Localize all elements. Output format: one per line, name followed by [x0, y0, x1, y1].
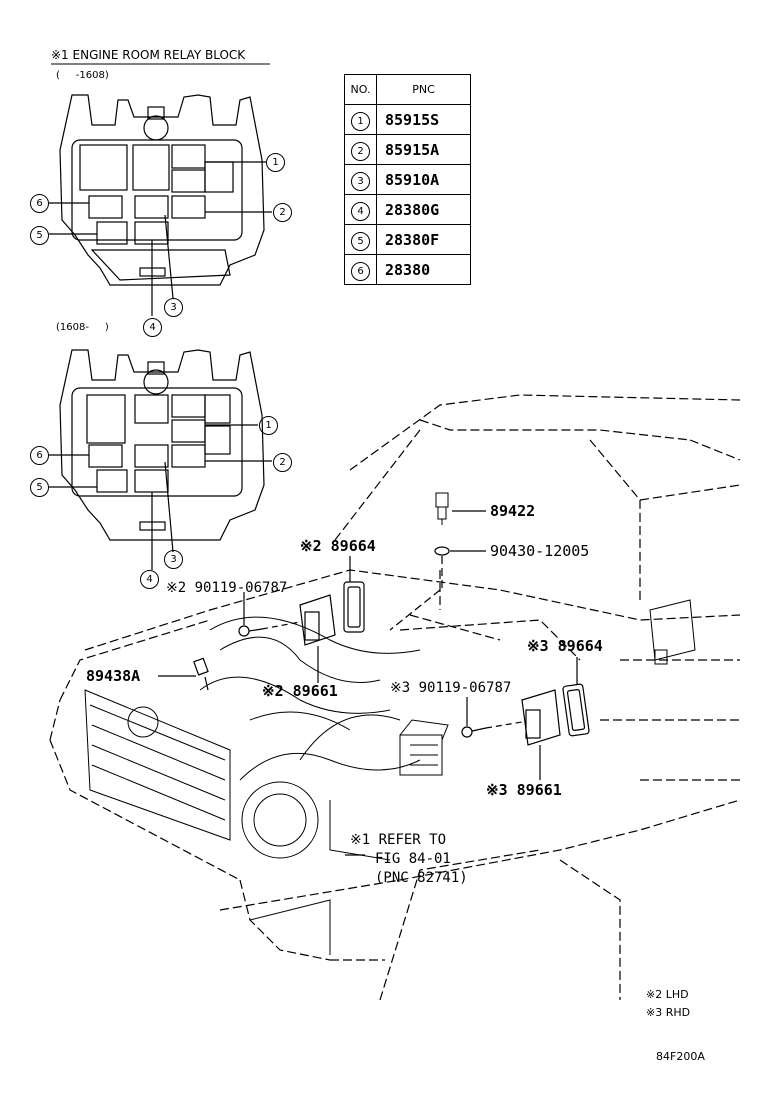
- table-row: 4 28380G: [344, 194, 471, 225]
- callout-3: 3: [164, 550, 183, 569]
- part-label-89664-lhd: ※2 89664: [300, 537, 376, 555]
- legend-lhd: ※2 LHD: [646, 988, 689, 1001]
- callout-1: 1: [259, 416, 278, 435]
- callout-4: 4: [140, 570, 159, 589]
- callout-6: 6: [30, 446, 49, 465]
- callout-2: 2: [273, 453, 292, 472]
- sensor-89422-icon: [435, 492, 449, 525]
- bolt-rhd-icon: [461, 726, 487, 738]
- part-label-89661-lhd: ※2 89661: [262, 682, 338, 700]
- row-number: 5: [351, 231, 370, 251]
- row-pnc: 85915S: [376, 104, 471, 135]
- relay-block-range-1: ( -1608): [56, 70, 109, 81]
- callout-5: 5: [30, 478, 49, 497]
- part-label-89664-rhd: ※3 89664: [527, 637, 603, 655]
- refer-line-3: (PNC 82741): [375, 870, 468, 886]
- pnc-table-header: NO. PNC: [344, 74, 471, 105]
- part-label-90119-lhd: ※2 90119-06787: [166, 580, 288, 596]
- table-row: 2 85915A: [344, 134, 471, 165]
- vehicle-front: [84, 599, 696, 955]
- bolt-lhd-icon: [238, 625, 263, 637]
- row-pnc: 28380F: [376, 224, 471, 255]
- callout-5: 5: [30, 226, 49, 245]
- sensor-89664-lhd-icon: [343, 581, 365, 633]
- table-row: 3 85910A: [344, 164, 471, 195]
- row-pnc: 28380: [376, 254, 471, 285]
- callout-3: 3: [164, 298, 183, 317]
- refer-line-2: FIG 84-01: [375, 851, 451, 867]
- part-label-90119-rhd: ※3 90119-06787: [390, 680, 512, 696]
- callout-4: 4: [143, 318, 162, 337]
- bracket-89661-rhd-icon: [521, 689, 561, 746]
- header-pnc: PNC: [376, 74, 471, 105]
- relay-block-1: [59, 94, 265, 286]
- row-number: 1: [351, 111, 370, 131]
- row-pnc: 85910A: [376, 164, 471, 195]
- header-no: NO.: [344, 74, 377, 105]
- pnc-table: NO. PNC 1 85915S 2 85915A 3 85910A 4 283…: [344, 74, 471, 285]
- sensor-89664-rhd-icon: [562, 683, 590, 737]
- row-number: 6: [351, 261, 370, 281]
- part-label-90430: 90430-12005: [490, 542, 590, 560]
- part-label-89438a: 89438A: [86, 667, 141, 685]
- callout-2: 2: [273, 203, 292, 222]
- refer-line-1: ※1 REFER TO: [350, 832, 447, 848]
- relay-block-title: ※1 ENGINE ROOM RELAY BLOCK: [51, 48, 246, 62]
- table-row: 1 85915S: [344, 104, 471, 135]
- table-row: 6 28380: [344, 254, 471, 285]
- callout-1: 1: [266, 153, 285, 172]
- row-pnc: 28380G: [376, 194, 471, 225]
- relay-block-2: [59, 349, 265, 541]
- callout-6: 6: [30, 194, 49, 213]
- figure-code: 84F200A: [656, 1050, 705, 1063]
- bracket-89661-lhd-icon: [299, 594, 336, 646]
- vehicle-body: [49, 394, 741, 1001]
- part-label-89661-rhd: ※3 89661: [486, 781, 562, 799]
- part-label-89422: 89422: [490, 502, 536, 520]
- sensor-89438a-icon: [193, 657, 209, 691]
- table-row: 5 28380F: [344, 224, 471, 255]
- relay-block-range-2: (1608- ): [56, 322, 109, 333]
- legend-rhd: ※3 RHD: [646, 1006, 691, 1019]
- row-number: 2: [351, 141, 370, 161]
- gasket-icon: [434, 546, 450, 556]
- row-number: 3: [351, 171, 370, 191]
- row-number: 4: [351, 201, 370, 221]
- row-pnc: 85915A: [376, 134, 471, 165]
